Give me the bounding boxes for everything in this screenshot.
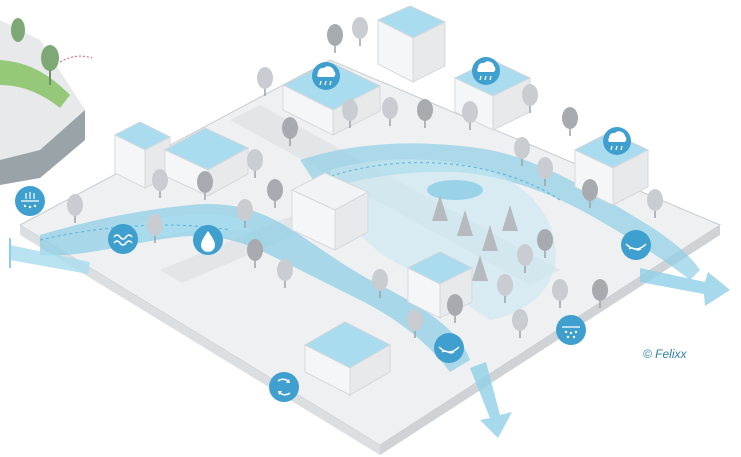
tree: [462, 101, 478, 130]
tree: [342, 99, 358, 128]
building: [113, 121, 172, 189]
conifer-tree: [432, 195, 448, 221]
wave-icon: [108, 224, 138, 254]
conifer-tree: [502, 205, 518, 231]
building: [376, 5, 447, 83]
credit-text: © Felixx: [643, 347, 687, 361]
tree: [352, 17, 368, 46]
tree: [562, 107, 578, 136]
conifer-tree: [457, 210, 473, 236]
pond-icon: [434, 333, 464, 363]
droplet-icon: [193, 225, 223, 255]
soil-infiltration-icon: [15, 186, 45, 216]
tree: [372, 269, 388, 298]
tree: [147, 214, 163, 243]
tree: [517, 244, 533, 273]
tree: [67, 194, 83, 223]
water-cycle-icon: [269, 372, 299, 402]
tree: [512, 309, 528, 338]
tree: [537, 229, 553, 258]
groundwater-icon: [556, 315, 586, 345]
rainfall-icon: [312, 62, 340, 90]
rainfall-icon: [603, 127, 631, 155]
tree: [497, 274, 513, 303]
tree: [277, 259, 293, 288]
pond-icon: [621, 230, 651, 260]
rainfall-icon: [472, 57, 500, 85]
building: [290, 172, 370, 251]
tree: [537, 157, 553, 186]
ground-slab: [18, 59, 722, 455]
building: [303, 321, 392, 396]
tree: [647, 189, 663, 218]
tree: [327, 24, 343, 53]
tree: [522, 84, 538, 113]
conifer-tree: [482, 225, 498, 251]
tree: [267, 179, 283, 208]
tree: [282, 117, 298, 146]
tree: [152, 169, 168, 198]
tree: [407, 309, 423, 338]
icons-layer: [15, 57, 651, 402]
inset-landscape: [0, 18, 93, 185]
trees: [67, 17, 663, 338]
tree: [247, 239, 263, 268]
tree: [447, 294, 463, 323]
tree: [582, 179, 598, 208]
conifer-tree: [472, 255, 488, 281]
tree: [382, 97, 398, 126]
tree: [514, 137, 530, 166]
tree: [247, 149, 263, 178]
tree: [257, 67, 273, 96]
tree: [552, 279, 568, 308]
tree: [197, 171, 213, 200]
flow-arrows: [9, 238, 730, 438]
tree: [237, 199, 253, 228]
tree: [592, 279, 608, 308]
tree: [417, 99, 433, 128]
